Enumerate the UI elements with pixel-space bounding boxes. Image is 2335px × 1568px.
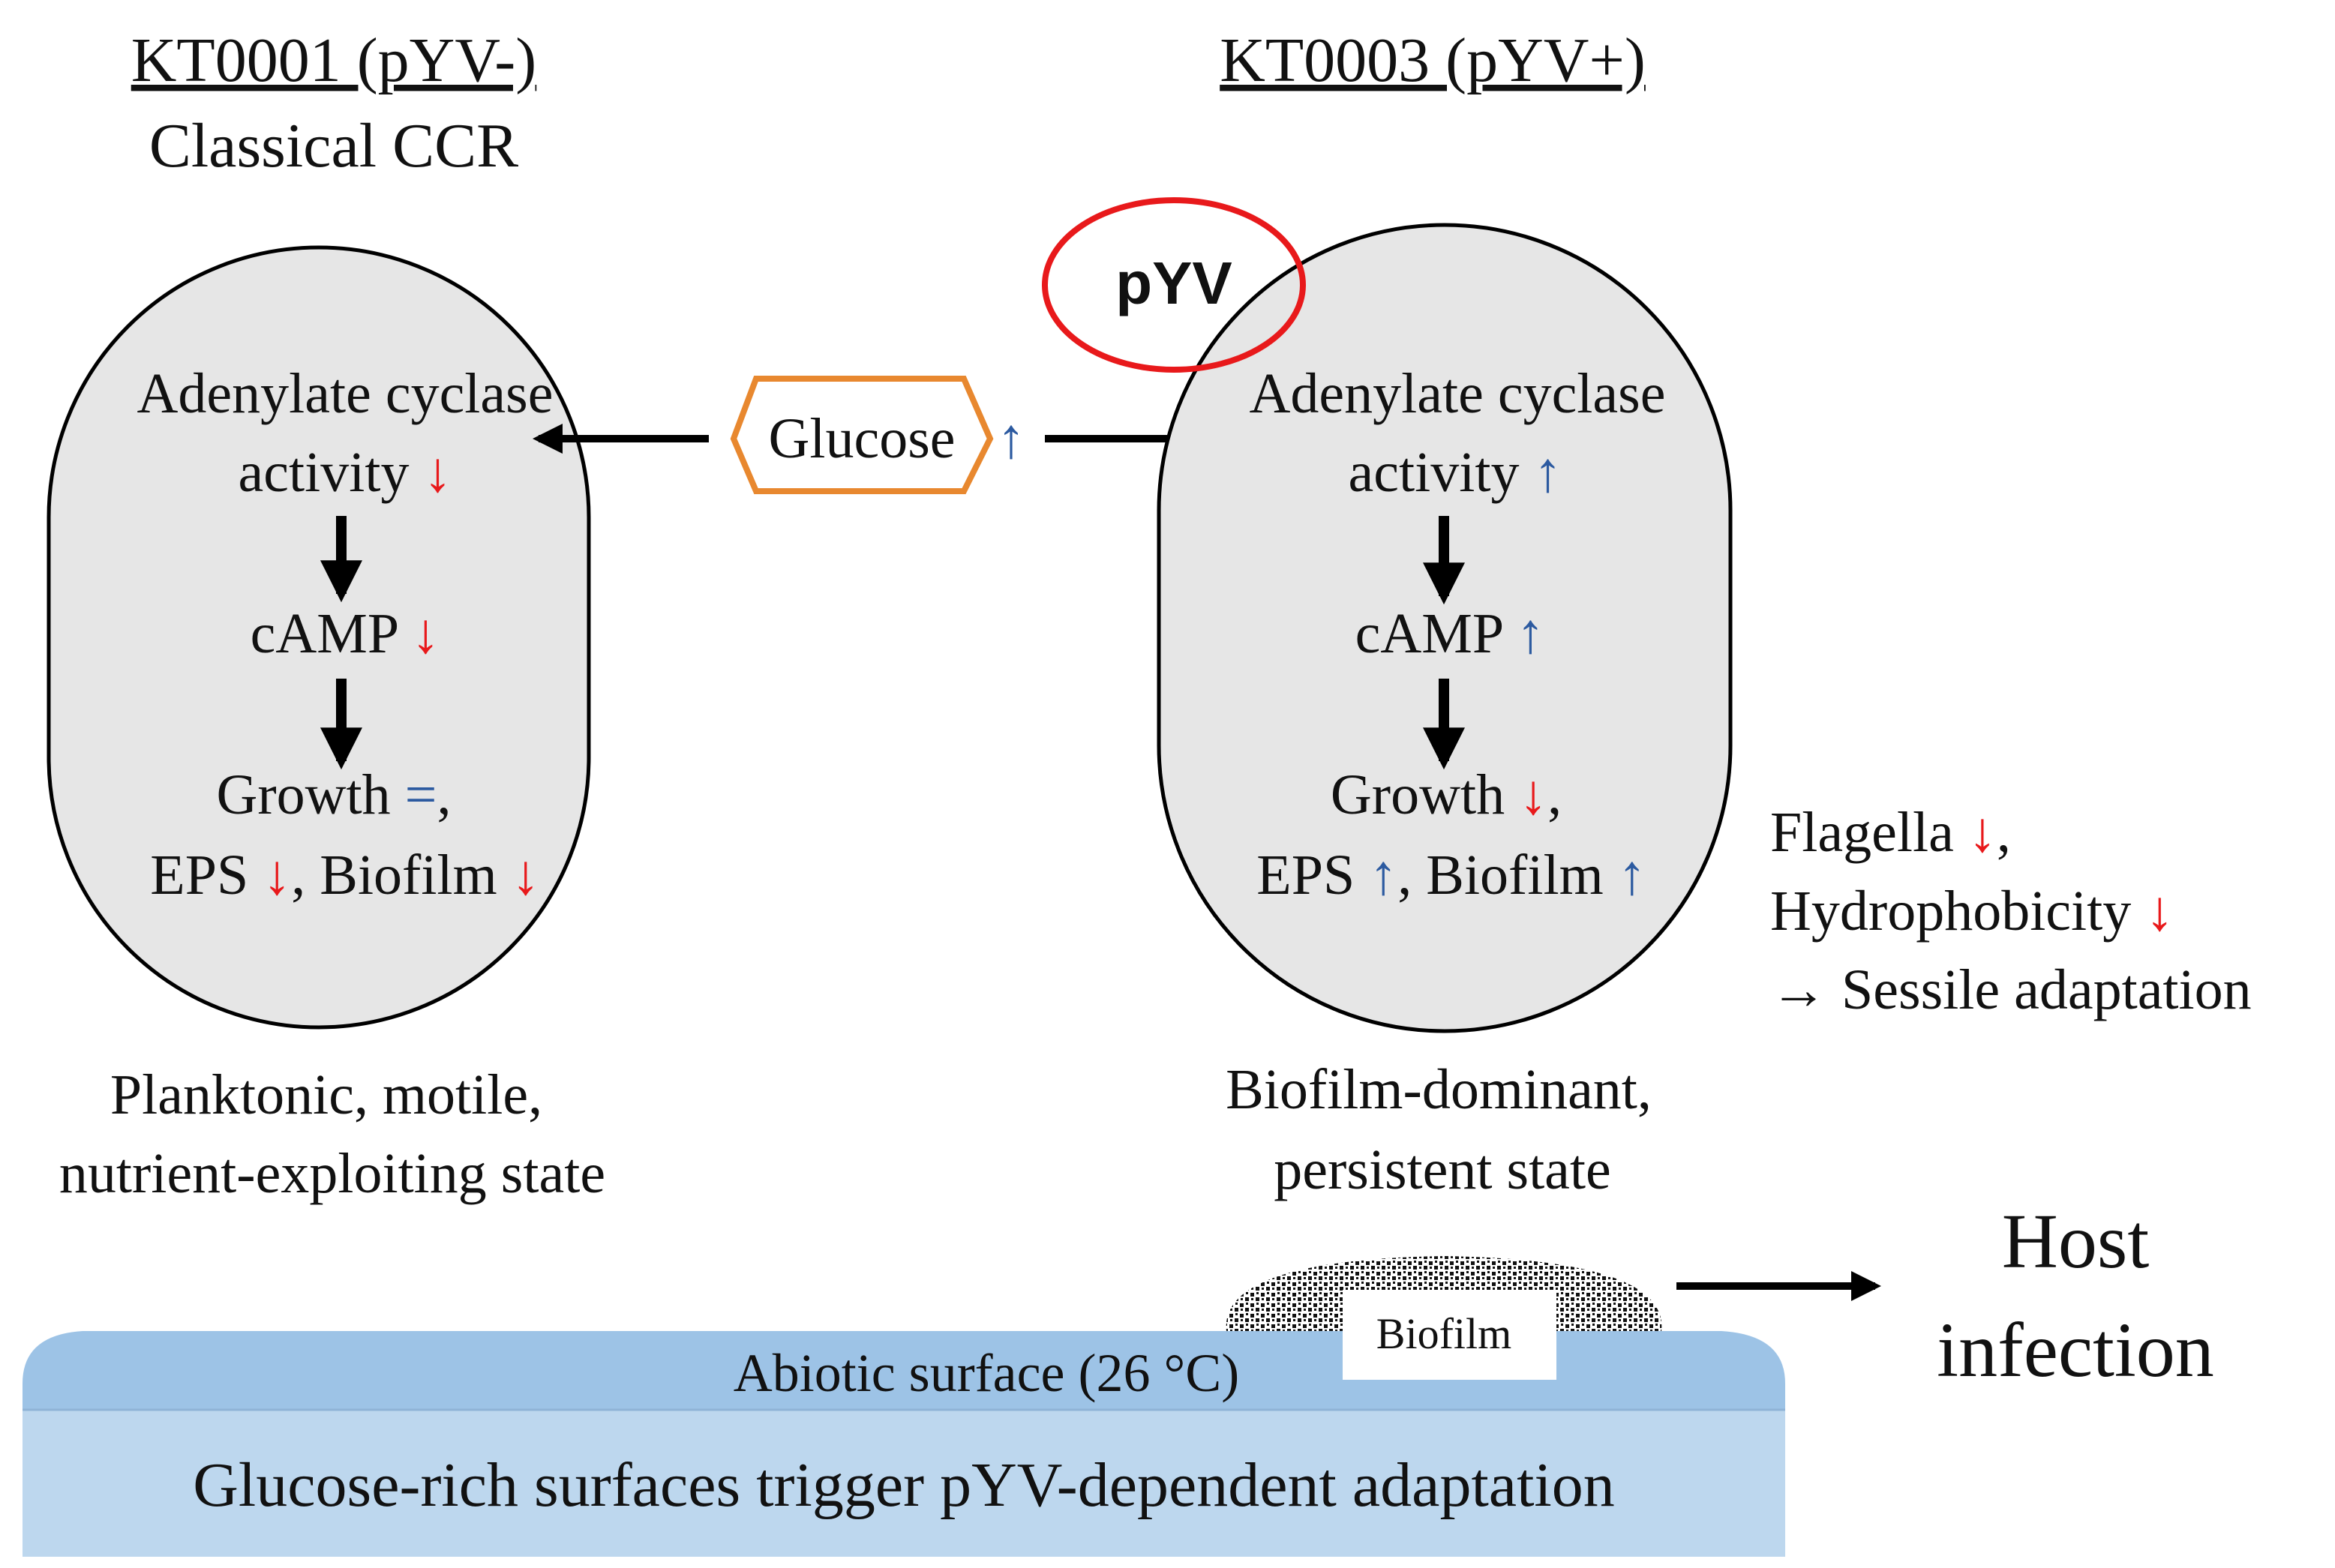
right-growth-line: Growth ↓, — [1331, 763, 1562, 826]
right-biofilm-up-arrow: ↑ — [1618, 844, 1646, 907]
left-state-line-2: nutrient-exploiting state — [59, 1142, 605, 1205]
right-activity-line: activity ↑ — [1349, 441, 1562, 504]
biofilm-label-box — [1343, 1290, 1556, 1380]
left-camp-line: cAMP ↓ — [251, 602, 440, 665]
right-growth-down-arrow: ↓ — [1519, 763, 1547, 826]
sessile-adaptation-note: → Sessile adaptation — [1770, 958, 2252, 1021]
left-cell-body — [47, 245, 591, 1030]
left-growth-line: Growth =, — [216, 763, 451, 826]
glucose-label: Glucose — [768, 407, 955, 470]
right-adenylate-label: Adenylate cyclase — [1250, 362, 1666, 425]
right-state-line-1: Biofilm-dominant, — [1226, 1058, 1652, 1121]
right-activity-up-arrow: ↑ — [1533, 441, 1562, 504]
left-state-line-1: Planktonic, motile, — [110, 1063, 542, 1126]
left-activity-line: activity ↓ — [239, 441, 452, 504]
glucose-up-arrow: ↑ — [997, 407, 1025, 470]
right-cell-body — [1157, 223, 1733, 1033]
hydrophobicity-down-arrow: ↓ — [2145, 880, 2174, 943]
flagella-note: Flagella ↓, — [1770, 801, 2011, 864]
host-infection-line-2: infection — [1937, 1307, 2214, 1393]
left-activity-down-arrow: ↓ — [423, 441, 452, 504]
left-growth-equal-sign: = — [405, 763, 437, 826]
right-state-line-2: persistent state — [1274, 1138, 1611, 1201]
right-strain-title: KT0003 (pYV+) — [1220, 25, 1646, 95]
glucose-rich-banner — [23, 1410, 1785, 1557]
hydrophobicity-note: Hydrophobicity ↓ — [1770, 880, 2174, 943]
left-camp-down-arrow: ↓ — [411, 602, 440, 665]
left-eps-down-arrow: ↓ — [263, 844, 291, 907]
biofilm-label: Biofilm — [1376, 1309, 1511, 1358]
left-strain-title: KT0001 (pYV-) — [131, 25, 537, 95]
right-eps-up-arrow: ↑ — [1369, 844, 1397, 907]
left-adenylate-label: Adenylate cyclase — [137, 362, 554, 425]
right-eps-biofilm-line: EPS ↑, Biofilm ↑ — [1256, 844, 1646, 907]
left-strain-subtitle: Classical CCR — [149, 111, 518, 181]
right-camp-up-arrow: ↑ — [1516, 602, 1544, 665]
abiotic-surface-label: Abiotic surface (26 °C) — [734, 1343, 1240, 1403]
pyv-plasmid-ring — [1042, 197, 1306, 373]
right-camp-line: cAMP ↑ — [1355, 602, 1545, 665]
pyv-plasmid-label: pYV — [1115, 250, 1232, 316]
glucose-rich-banner-text: Glucose-rich surfaces trigger pYV-depend… — [193, 1450, 1615, 1520]
glucose-hexagon — [730, 376, 994, 494]
flagella-down-arrow: ↓ — [1968, 801, 1997, 864]
host-infection-line-1: Host — [2002, 1198, 2150, 1285]
left-biofilm-down-arrow: ↓ — [512, 844, 540, 907]
left-eps-biofilm-line: EPS ↓, Biofilm ↓ — [150, 844, 539, 907]
